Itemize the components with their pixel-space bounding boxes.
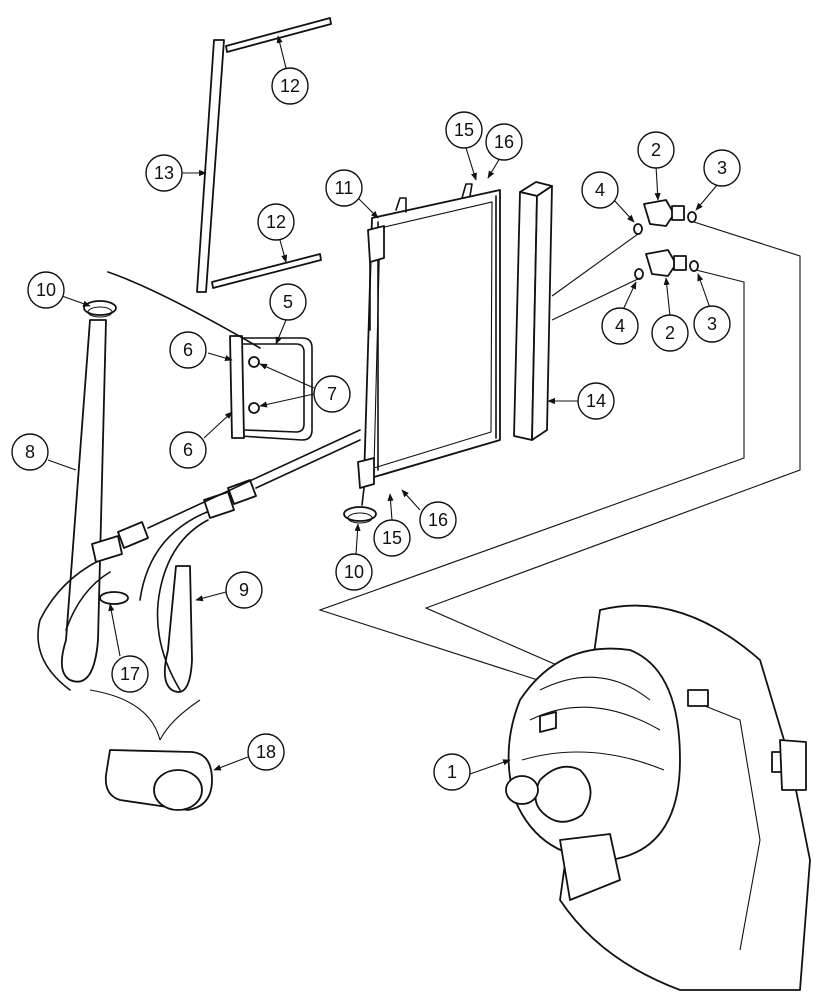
callout-10-lower: 10	[335, 553, 373, 591]
foam-strip	[513, 181, 553, 441]
svg-text:6: 6	[183, 340, 193, 360]
grommet-and-hose-section	[89, 591, 213, 811]
leader-lines	[47, 35, 719, 775]
callout-8: 8	[11, 433, 49, 471]
callout-2-upper: 2	[637, 131, 675, 169]
svg-text:1: 1	[447, 762, 457, 782]
callout-5: 5	[269, 283, 307, 321]
callout-13: 13	[145, 154, 183, 192]
svg-text:12: 12	[280, 76, 300, 96]
svg-text:9: 9	[239, 580, 249, 600]
callout-15-upper: 15	[445, 111, 483, 149]
callout-12-lower: 12	[257, 203, 295, 241]
svg-text:6: 6	[183, 440, 193, 460]
callout-4-lower: 4	[601, 307, 639, 345]
svg-text:3: 3	[717, 158, 727, 178]
fittings	[551, 199, 699, 321]
svg-text:16: 16	[428, 510, 448, 530]
callout-17: 17	[111, 655, 149, 693]
refrigerant-lines	[318, 221, 801, 711]
svg-text:17: 17	[120, 664, 140, 684]
callout-14: 14	[577, 382, 615, 420]
callout-3-lower: 3	[693, 305, 731, 343]
callout-16-upper: 16	[485, 123, 523, 161]
callout-18: 18	[247, 733, 285, 771]
hose-clamps	[83, 300, 377, 524]
svg-text:8: 8	[25, 442, 35, 462]
svg-text:12: 12	[266, 212, 286, 232]
svg-text:4: 4	[615, 316, 625, 336]
hvac-unit	[505, 604, 811, 991]
svg-text:5: 5	[283, 292, 293, 312]
svg-text:16: 16	[494, 132, 514, 152]
svg-text:10: 10	[344, 562, 364, 582]
callout-12-upper: 12	[271, 67, 309, 105]
svg-text:4: 4	[595, 180, 605, 200]
callout-6-lower: 6	[169, 431, 207, 469]
callout-7: 7	[313, 375, 351, 413]
callout-6-upper: 6	[169, 331, 207, 369]
svg-text:11: 11	[335, 178, 354, 198]
callout-4-upper: 4	[581, 171, 619, 209]
svg-text:18: 18	[256, 742, 276, 762]
condenser	[357, 183, 501, 506]
hoses	[37, 271, 361, 693]
svg-text:10: 10	[36, 280, 56, 300]
callout-11: 11	[325, 169, 363, 207]
callout-1: 1	[433, 753, 471, 791]
svg-text:2: 2	[651, 140, 661, 160]
callout-10-upper: 10	[27, 271, 65, 309]
svg-text:13: 13	[154, 163, 174, 183]
svg-text:3: 3	[707, 314, 717, 334]
callout-9: 9	[225, 571, 263, 609]
callout-3-upper: 3	[703, 149, 741, 187]
svg-text:2: 2	[665, 323, 675, 343]
svg-text:14: 14	[586, 391, 606, 411]
callout-2-lower: 2	[651, 314, 689, 352]
svg-text:15: 15	[454, 120, 474, 140]
seal-strips	[196, 17, 332, 293]
svg-text:7: 7	[327, 384, 337, 404]
callout-15-lower: 15	[373, 519, 411, 557]
bracket	[229, 335, 313, 441]
svg-text:15: 15	[382, 528, 402, 548]
callout-16-lower: 16	[419, 501, 457, 539]
